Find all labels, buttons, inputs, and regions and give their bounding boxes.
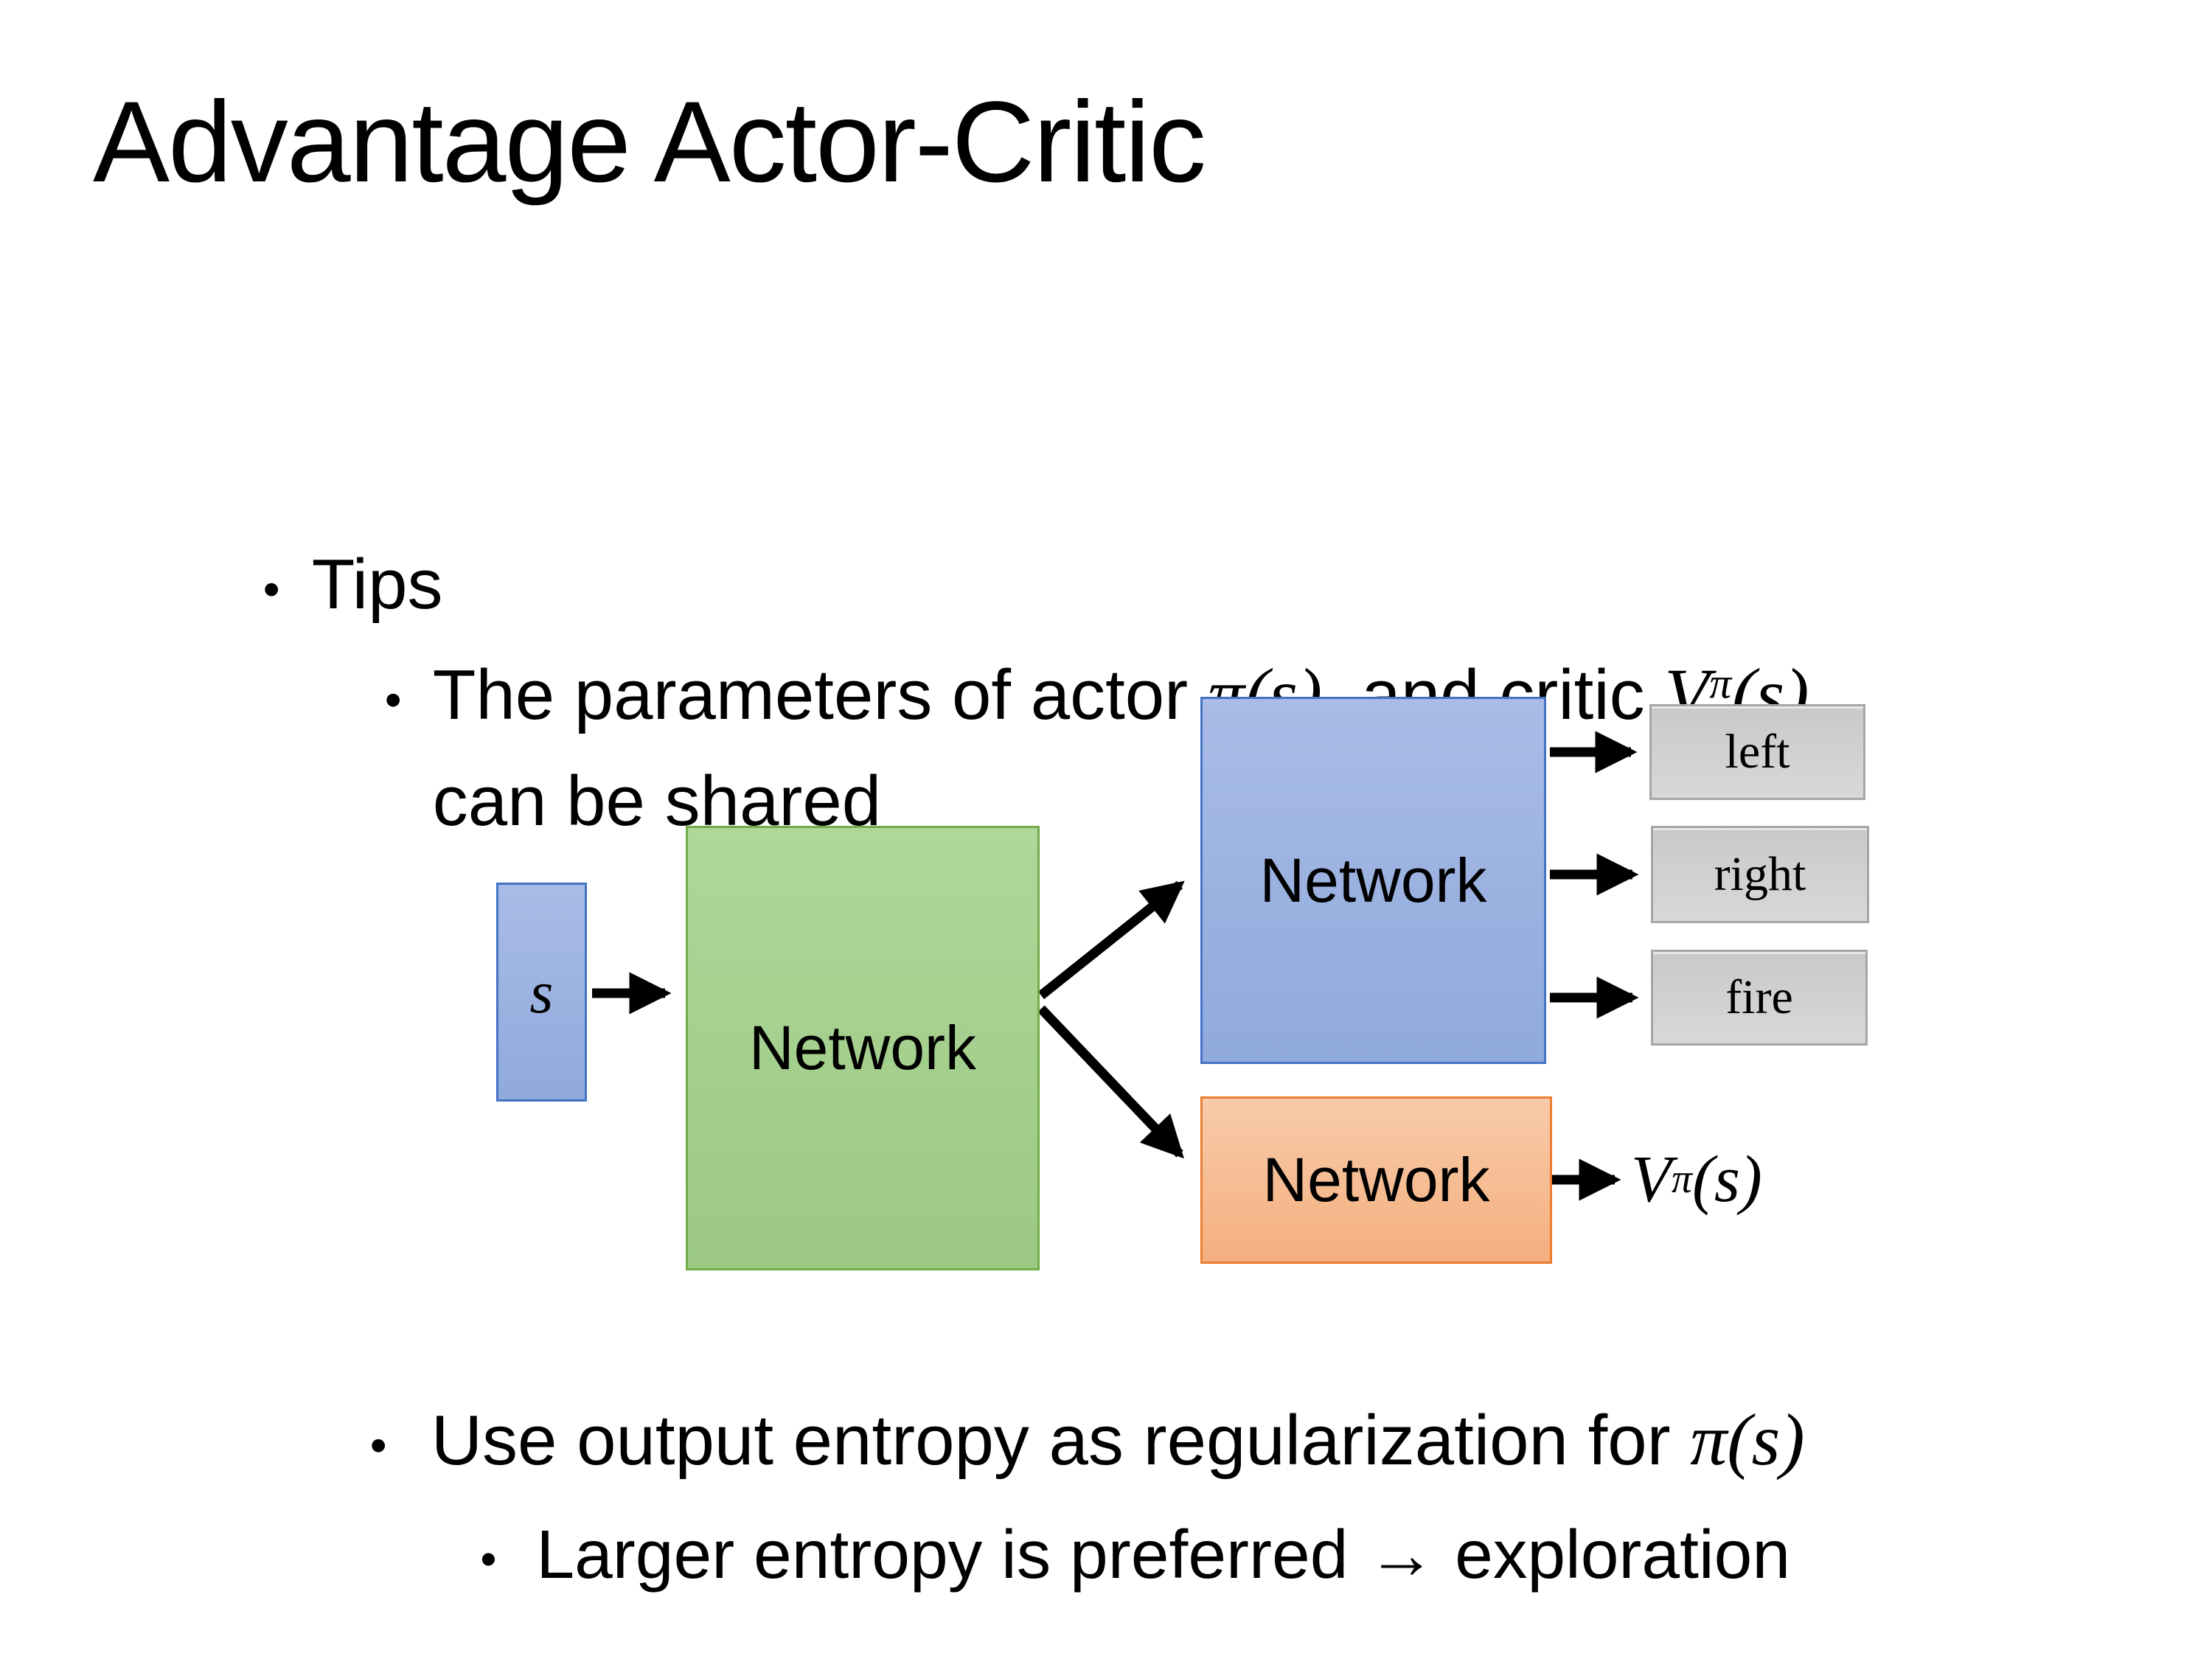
bullet-line-tips: • Tips [184,463,443,707]
actor-network-box: Network [1200,697,1546,1064]
critic-network-label: Network [1262,1145,1490,1214]
input-state-label: s [529,958,554,1026]
bullet-line-exploration: • Larger entropy is preferred → explorati… [404,1436,1790,1659]
action-box-fire: fire [1651,950,1868,1046]
exploration-text: Larger entropy is preferred → exploratio… [536,1515,1791,1593]
bullet-icon: • [384,672,402,727]
arrow-shared-to-actor [1037,880,1185,1000]
input-state-box: s [496,883,587,1102]
bullet-icon: • [369,1418,387,1472]
action-right-label: right [1714,847,1806,901]
shared-network-label: Network [748,1013,977,1082]
arrow-shared-to-critic [1037,1005,1184,1159]
shared-network-box: Network [686,826,1040,1270]
value-output-v: V [1631,1142,1672,1216]
critic-network-box: Network [1200,1096,1552,1264]
shared-text-1: The parameters of actor [432,655,1208,735]
action-left-label: left [1725,725,1790,779]
action-box-left: left [1649,704,1865,800]
bullet-tips-text: Tips [311,545,443,625]
actor-network-label: Network [1259,845,1487,915]
action-box-right: right [1651,826,1869,923]
bullet-icon: • [480,1534,497,1586]
critic-value-math-sup: π [1709,658,1732,708]
bullet-line-entropy: • Use output entropy as regularization fo… [291,1317,1805,1565]
policy-math: π(s) [1690,1399,1805,1481]
value-output-rest: (s) [1691,1142,1762,1216]
entropy-text: Use output entropy as regularization for [431,1401,1691,1481]
action-fire-label: fire [1725,970,1793,1024]
page-title: Advantage Actor-Critic [93,78,1206,206]
bullet-icon: • [262,562,280,616]
bullet-line-shared-params: •The parameters of actor π(s) and critic… [306,571,1809,819]
